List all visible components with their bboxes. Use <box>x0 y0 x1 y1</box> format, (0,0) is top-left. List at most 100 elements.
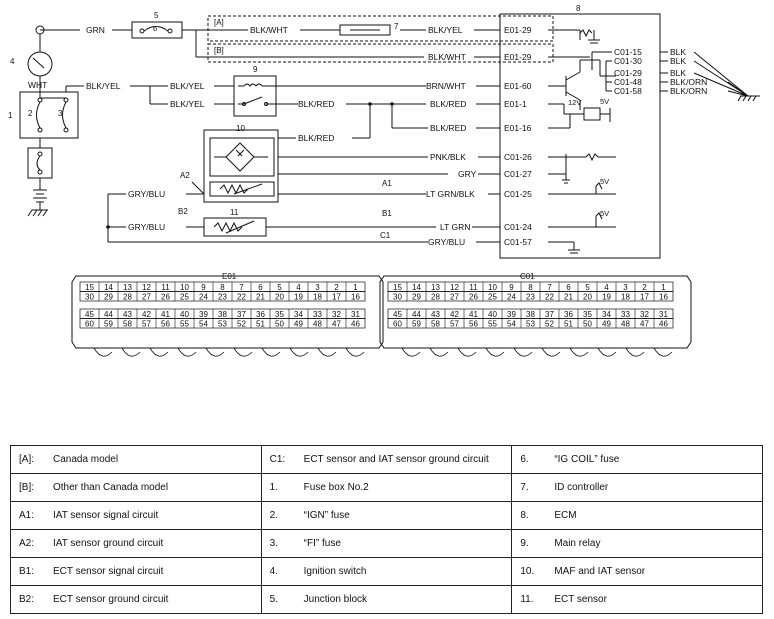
e01-pin-label: 42 <box>142 310 151 319</box>
wire-blk-red-3: BLK/RED <box>430 123 466 133</box>
e01-pin-label: 55 <box>180 320 189 329</box>
e01-pin-label: 39 <box>199 310 208 319</box>
e01-pin-label: 17 <box>332 293 341 302</box>
main-relay <box>233 75 277 117</box>
e01-pin-label: 51 <box>256 320 265 329</box>
e01-pin-label: 49 <box>294 320 303 329</box>
wire-blk-yel-1: BLK/YEL <box>428 25 463 35</box>
legend-cell: [A]: Canada model <box>10 445 262 474</box>
e01-pin-label: 9 <box>201 283 206 292</box>
pin-c01-30: C01-30 <box>614 56 642 66</box>
legend-key: B1: <box>19 566 35 577</box>
legend-cell: [B]:Other than Canada model <box>10 473 262 502</box>
c01-pin-label: 22 <box>545 293 554 302</box>
legend-value: Canada model <box>53 454 119 465</box>
label-12v: 12V <box>568 98 581 107</box>
e01-pin-label: 35 <box>275 310 284 319</box>
e01-pin-label: 50 <box>275 320 284 329</box>
e01-pin-label: 36 <box>256 310 265 319</box>
legend-value: ECT sensor <box>554 594 607 605</box>
c01-pin-label: 38 <box>526 310 535 319</box>
legend-key: 10. <box>520 566 535 577</box>
c01-pin-label: 59 <box>412 320 421 329</box>
c01-pin-label: 54 <box>507 320 516 329</box>
ref-9: 9 <box>253 65 258 74</box>
legend-cell: 1. Fuse box No.2 <box>260 473 513 502</box>
wire-blk-wht-2: BLK/WHT <box>428 52 466 62</box>
legend-key: 8. <box>520 510 529 521</box>
c01-pin-label: 6 <box>566 283 571 292</box>
legend-value: ID controller <box>554 482 609 493</box>
wire-lt-grn: LT GRN <box>440 222 470 232</box>
ref-6: 6 <box>153 24 157 33</box>
c01-pin-label: 39 <box>507 310 516 319</box>
wire-blk-red-1: BLK/RED <box>298 99 334 109</box>
legend-key: [A]: <box>19 454 35 465</box>
legend-cell: 6.“IG COIL” fuse <box>511 445 763 474</box>
legend-key: 2. <box>269 510 278 521</box>
e01-pin-label: 46 <box>351 320 360 329</box>
legend-cell: 8.ECM <box>511 501 763 530</box>
c01-pin-label: 8 <box>528 283 533 292</box>
c01-housing <box>379 275 692 349</box>
e01-pin-label: 22 <box>237 293 246 302</box>
c01-pin-label: 49 <box>602 320 611 329</box>
legend-value: “IGN” fuse <box>303 510 350 521</box>
ref-b1: B1 <box>382 209 392 218</box>
c01-pin-label: 40 <box>488 310 497 319</box>
e01-pin-label: 8 <box>220 283 225 292</box>
e01-pin-label: 4 <box>296 283 301 292</box>
e01-pin-label: 28 <box>123 293 132 302</box>
pin-e01-1: E01-1 <box>504 99 527 109</box>
c01-pin-label: 29 <box>412 293 421 302</box>
legend-key: 7. <box>520 482 529 493</box>
e01-pin-label: 29 <box>104 293 113 302</box>
pin-c01-24: C01-24 <box>504 222 532 232</box>
c01-pin-label: 35 <box>583 310 592 319</box>
c01-pin-label: 30 <box>393 293 402 302</box>
legend-key: 5. <box>269 594 278 605</box>
ref-7: 7 <box>394 22 399 31</box>
e01-pin-label: 34 <box>294 310 303 319</box>
legend-value: IAT sensor signal circuit <box>53 510 159 521</box>
wire-blk-1: BLK <box>670 47 686 57</box>
ref-4: 4 <box>10 57 15 66</box>
legend-cell: 7. ID controller <box>511 473 763 502</box>
e01-pin-label: 26 <box>161 293 170 302</box>
e01-pin-label: 27 <box>142 293 151 302</box>
pin-e01-29-b: E01-29 <box>504 52 532 62</box>
connector-c01-title: C01 <box>520 272 535 281</box>
e01-pin-label: 32 <box>332 310 341 319</box>
wire-gry-blu-3: GRY/BLU <box>428 237 465 247</box>
pin-c01-29: C01-29 <box>614 68 642 78</box>
legend-cell: 4.Ignition switch <box>260 557 513 586</box>
c01-pin-label: 43 <box>431 310 440 319</box>
e01-pin-label: 44 <box>104 310 113 319</box>
legend-key: 1. <box>269 482 278 493</box>
legend-value: Main relay <box>554 538 601 549</box>
wire-blk-3: BLK <box>670 68 686 78</box>
e01-pin-label: 20 <box>275 293 284 302</box>
pin-c01-26: C01-26 <box>504 152 532 162</box>
legend-cell: A2:IAT sensor ground circuit <box>10 529 262 558</box>
e01-pin-label: 24 <box>199 293 208 302</box>
c01-pin-label: 10 <box>488 283 497 292</box>
pin-e01-16: E01-16 <box>504 123 532 133</box>
c01-pin-label: 50 <box>583 320 592 329</box>
e01-pin-label: 10 <box>180 283 189 292</box>
wire-lt-grn-blk: LT GRN/BLK <box>426 189 475 199</box>
e01-pin-label: 37 <box>237 310 246 319</box>
c01-pin-label: 45 <box>393 310 402 319</box>
legend-key: 6. <box>520 454 529 465</box>
wire-grn: GRN <box>86 25 105 35</box>
label-5v-a: 5V <box>600 97 609 106</box>
wire-blk-red-4: BLK/RED <box>298 133 334 143</box>
e01-pin-label: 7 <box>239 283 244 292</box>
legend-row: [B]:Other than Canada model 1. Fuse box No… <box>10 473 763 502</box>
c01-pin-label: 2 <box>642 283 647 292</box>
canada-model-box <box>207 15 554 42</box>
e01-pin-label: 56 <box>161 320 170 329</box>
legend-value: Fuse box No.2 <box>303 482 369 493</box>
